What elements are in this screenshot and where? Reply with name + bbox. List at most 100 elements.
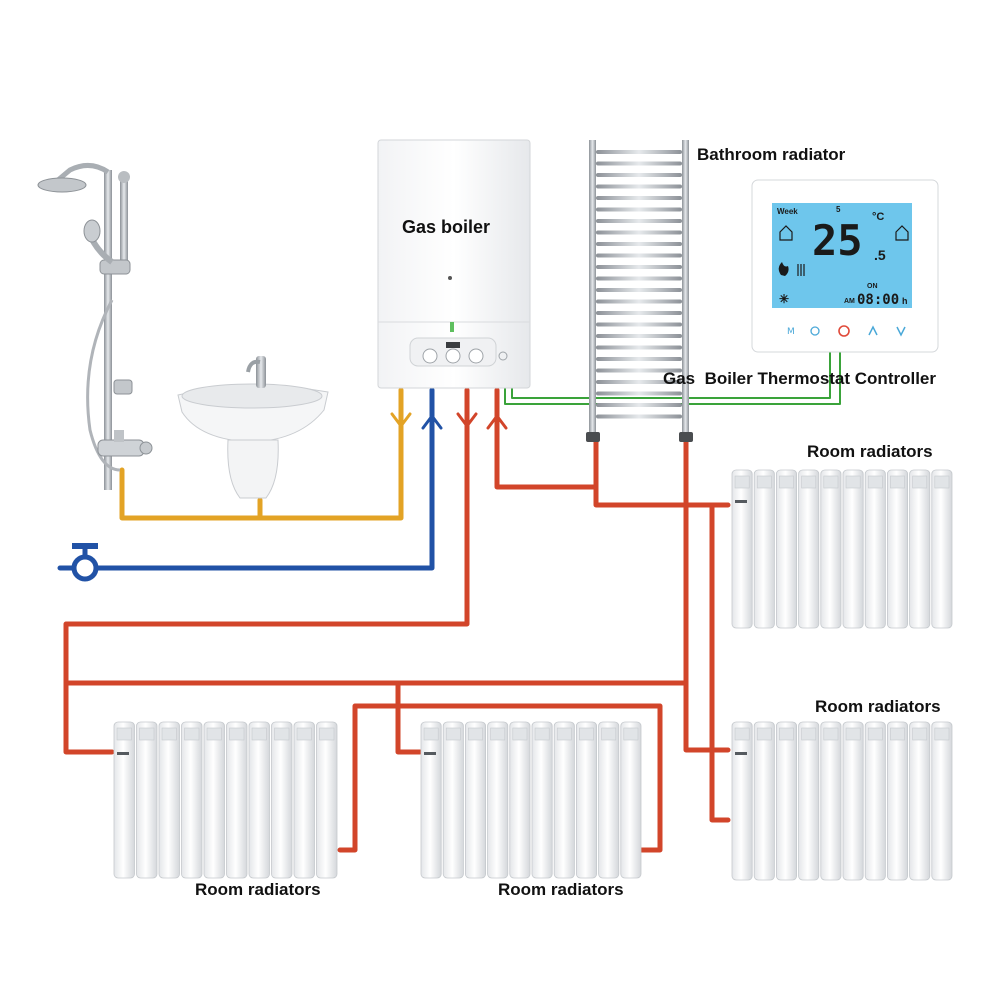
radiator-fin-top <box>161 727 177 741</box>
radiator-icon <box>731 721 953 881</box>
radiator-fin <box>753 469 775 629</box>
radiator-badge <box>117 752 129 755</box>
towel-bar <box>596 173 682 177</box>
radiator-fin-top <box>756 727 772 741</box>
radiator-fin <box>887 721 909 881</box>
return-arrow <box>486 414 508 430</box>
sink-icon <box>177 356 329 499</box>
radiator-fin <box>620 721 642 879</box>
radiator-fin-top <box>490 727 506 741</box>
radiator-fin <box>316 721 338 879</box>
radiator-fin-top <box>445 727 461 741</box>
radiator-fin-top <box>512 727 528 741</box>
display-week: Week <box>777 207 798 216</box>
radiator-fin <box>842 721 864 881</box>
radiator-fin <box>226 721 248 879</box>
radiator-fin <box>820 721 842 881</box>
radiator-fin <box>576 721 598 879</box>
display-temperature: 25 <box>812 216 863 265</box>
up-button-icon[interactable] <box>868 325 878 336</box>
radiator-fin-top <box>623 727 639 741</box>
radiator-fin-top <box>801 727 817 741</box>
boiler-icon <box>377 139 531 389</box>
radiator-fin <box>820 469 842 629</box>
radiator-fin-top <box>823 475 839 489</box>
heating-return-pipe <box>494 387 731 508</box>
towel-bar <box>596 334 682 338</box>
thermostat-icon: Week 5 25 .5 °C ON AM 08:00 h ✳ M <box>751 179 939 353</box>
towel-bar <box>596 299 682 304</box>
display-unit: °C <box>872 211 884 223</box>
radiator-fin-top <box>251 727 267 741</box>
valve-icon <box>71 543 99 582</box>
display-day: 5 <box>836 205 841 214</box>
radiator-icon <box>420 721 642 879</box>
radiator-fin <box>531 721 553 879</box>
left-loop-pipe <box>337 703 401 853</box>
label-room-radiators-bottom-middle: Room radiators <box>498 880 624 899</box>
radiator-fin-top <box>579 727 594 741</box>
radiator-fin-top <box>779 727 794 741</box>
radiator-fin <box>248 721 270 879</box>
radiator-badge <box>735 500 747 503</box>
towel-bar <box>596 391 682 396</box>
cold-water-arrow <box>421 414 443 430</box>
thermostat-buttons: M <box>787 325 906 337</box>
down-button-icon[interactable] <box>896 326 906 337</box>
hot-water-arrow <box>390 412 412 428</box>
power-button-icon[interactable] <box>838 325 850 337</box>
radiator-fin <box>931 721 953 881</box>
radiator-fin <box>753 721 775 881</box>
radiator-fin-top <box>912 475 928 489</box>
radiator-fin <box>598 721 620 879</box>
home-icon <box>779 225 793 241</box>
radiator-fin-top <box>184 727 200 741</box>
towel-bar <box>596 230 682 235</box>
radiator-fin-top <box>890 475 905 489</box>
radiator-fin-top <box>116 727 132 741</box>
label-room-radiators-bottom-left: Room radiators <box>195 880 321 899</box>
radiator-fin <box>776 721 798 881</box>
radiator-fin-top <box>756 475 772 489</box>
radiator-fin-top <box>734 475 750 489</box>
towel-bar <box>596 196 682 200</box>
radiator-fin <box>909 469 931 629</box>
radiator-fin-top <box>823 727 839 741</box>
towel-bar <box>596 161 682 166</box>
towel-bar <box>596 207 682 212</box>
towel-bar <box>596 357 682 361</box>
radiator-fin-top <box>734 727 750 741</box>
radiator-fin <box>798 469 820 629</box>
display-time: 08:00 <box>857 292 899 308</box>
middle-loop-pipe <box>395 680 663 853</box>
radiator-fin-top <box>934 475 950 489</box>
radiator-fin <box>553 721 575 879</box>
towel-bar <box>596 150 682 154</box>
heating-main-pipe <box>63 680 731 753</box>
room-radiators <box>113 469 953 881</box>
towel-bar <box>596 322 682 327</box>
display-time-suffix: h <box>902 296 908 306</box>
display-on: ON <box>867 283 878 290</box>
towel-bar <box>596 380 682 384</box>
heating-bars-icon <box>797 264 805 276</box>
radiator-fin-top <box>229 727 245 741</box>
radiator-fin <box>113 721 135 879</box>
thermostat-display <box>772 203 912 308</box>
shower-icon <box>37 163 153 490</box>
radiator-fin-top <box>139 727 155 741</box>
towel-bar <box>596 253 682 258</box>
menu-button-icon[interactable]: M <box>787 327 795 337</box>
radiator-fin <box>442 721 464 879</box>
radiator-fin-top <box>845 475 861 489</box>
radiator-fin <box>464 721 486 879</box>
radiator-icon <box>731 469 953 629</box>
radiator-fin-top <box>890 727 905 741</box>
clock-button-icon[interactable] <box>810 326 820 336</box>
radiator-fin-top <box>319 727 335 741</box>
towel-bar <box>596 311 682 315</box>
radiator-fin-top <box>934 727 950 741</box>
radiator-fin <box>293 721 315 879</box>
hot-water-pipe <box>119 387 404 521</box>
